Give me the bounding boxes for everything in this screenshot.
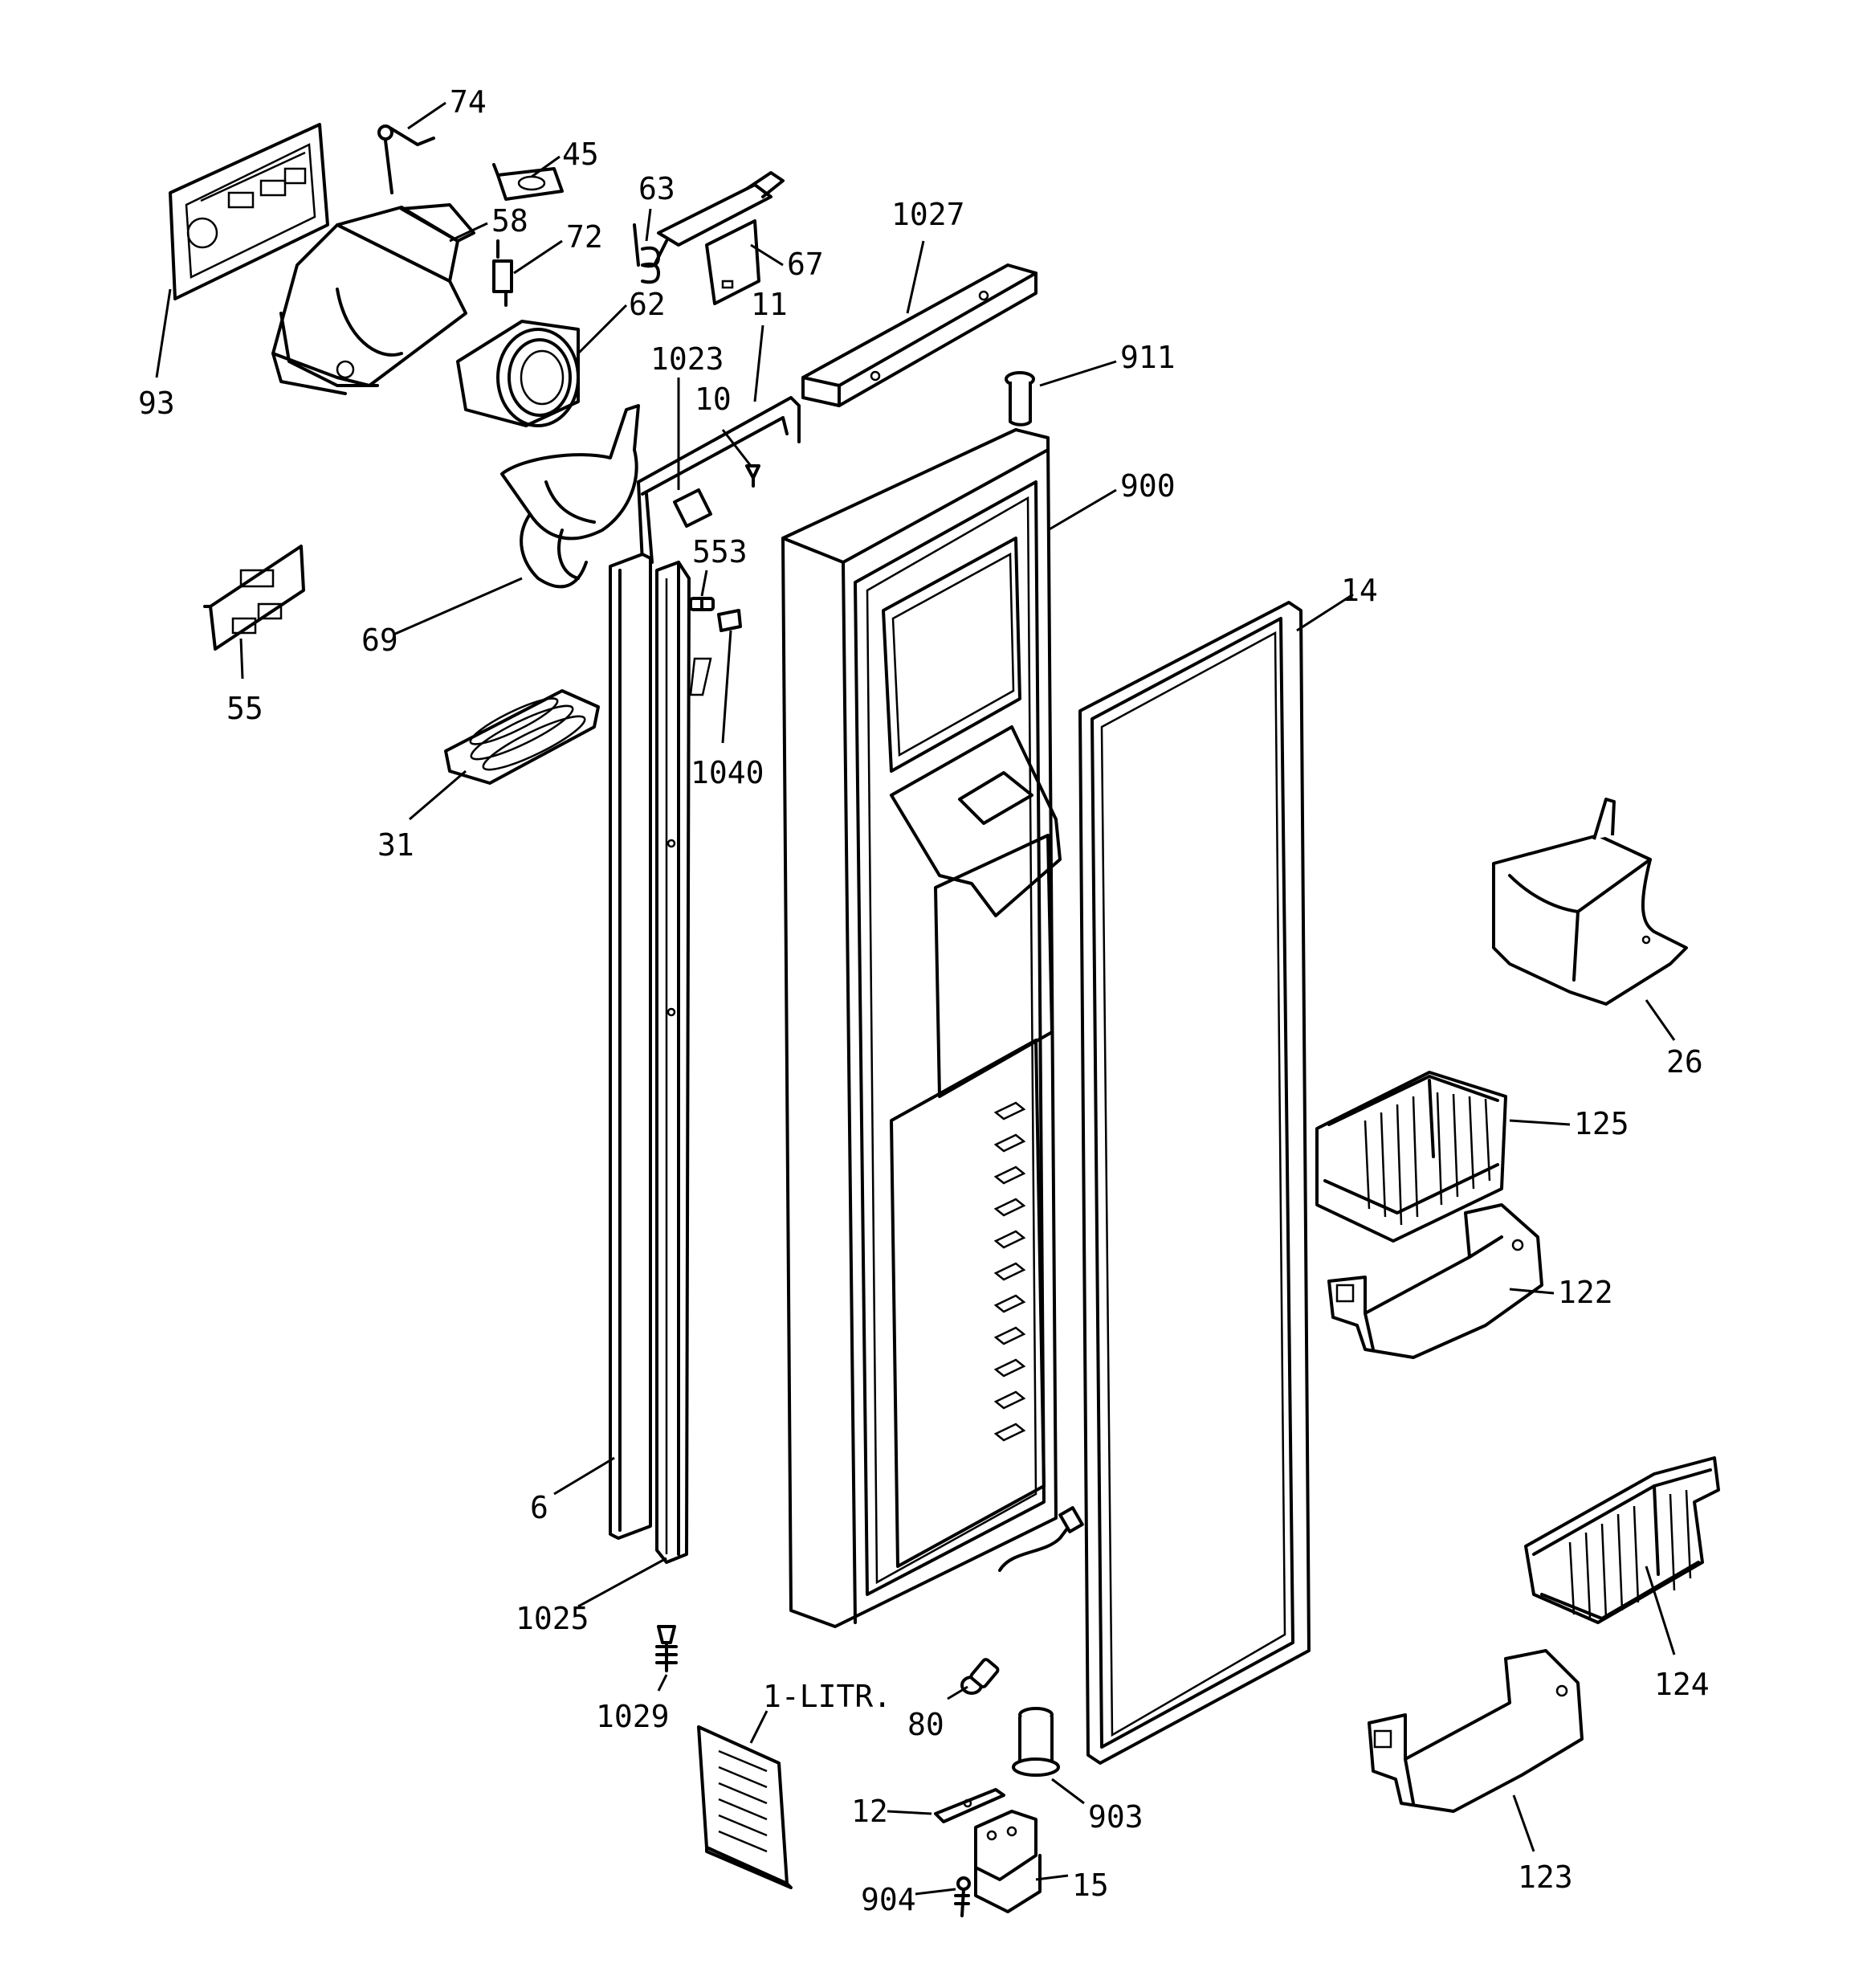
part-123-bin (1368, 1649, 1584, 1813)
part-72-switch (492, 239, 513, 307)
part-1027-trim-top (801, 263, 1037, 407)
callout-125: 125 (1574, 1106, 1629, 1141)
callout-904: 904 (861, 1882, 916, 1917)
callout-55: 55 (226, 691, 263, 726)
callout-1040: 1040 (691, 755, 764, 790)
callout-74: 74 (450, 84, 487, 120)
part-904-screw (954, 1876, 971, 1917)
part-903-hinge-pin (1012, 1707, 1060, 1777)
part-55-module (203, 545, 305, 651)
callout-labels: 74 45 63 58 72 67 1027 62 11 1023 93 10 … (138, 84, 1710, 1917)
part-10-screw (745, 464, 760, 488)
part-14-gasket (1078, 601, 1311, 1765)
callout-1025: 1025 (516, 1601, 589, 1636)
part-125-wire-basket (1315, 1071, 1507, 1243)
part-15-hinge (974, 1810, 1042, 1913)
part-1-litr-literature (697, 1725, 793, 1889)
part-74-spring (377, 125, 435, 194)
callout-1027: 1027 (891, 197, 965, 232)
part-1029-screw (655, 1625, 678, 1672)
part-26-bin (1492, 798, 1688, 1006)
part-6-side-trim (609, 553, 652, 1540)
door-shelf-clips (993, 1101, 1026, 1442)
callout-1-litr: 1-LITR. (763, 1679, 891, 1714)
part-45-bracket (492, 163, 564, 201)
callout-45: 45 (562, 137, 599, 172)
part-911-bushing (1005, 371, 1035, 427)
leader-lines (155, 101, 1676, 1896)
callout-12: 12 (851, 1794, 888, 1829)
callout-553: 553 (692, 534, 748, 569)
callout-911: 911 (1120, 340, 1176, 375)
callout-123: 123 (1518, 1859, 1573, 1895)
callout-15: 15 (1072, 1868, 1109, 1903)
part-124-wire-basket (1524, 1456, 1720, 1624)
part-63-spring (633, 223, 668, 284)
part-12-hinge-plate (934, 1788, 1005, 1823)
callout-1023: 1023 (650, 341, 724, 377)
callout-63: 63 (638, 171, 675, 206)
part-80-fitting (960, 1658, 1000, 1695)
part-31-grille (444, 689, 600, 785)
callout-72: 72 (566, 219, 603, 255)
callout-62: 62 (629, 287, 666, 322)
callout-80: 80 (907, 1707, 944, 1742)
callout-11: 11 (751, 287, 788, 322)
part-69-funnel (500, 404, 640, 589)
callout-10: 10 (695, 382, 732, 417)
callout-6: 6 (530, 1490, 548, 1525)
part-67-actuator (657, 171, 785, 305)
part-93-control-panel (169, 123, 329, 300)
callout-67: 67 (787, 247, 824, 282)
callout-31: 31 (377, 827, 414, 863)
part-1040-plug (717, 609, 742, 632)
callout-903: 903 (1088, 1799, 1143, 1835)
callout-14: 14 (1341, 573, 1378, 608)
callout-122: 122 (1558, 1275, 1613, 1310)
callout-124: 124 (1654, 1667, 1710, 1702)
callout-26: 26 (1666, 1044, 1703, 1080)
callout-900: 900 (1120, 468, 1176, 504)
callout-58: 58 (491, 203, 528, 239)
part-62-chute-ring (456, 320, 580, 427)
part-900-door (781, 428, 1084, 1628)
part-553-screw (689, 597, 715, 611)
callout-69: 69 (361, 623, 398, 658)
callout-93: 93 (138, 386, 175, 421)
part-1023-frame (637, 396, 801, 564)
callout-1029: 1029 (596, 1699, 670, 1734)
part-122-bin (1327, 1203, 1543, 1359)
part-1025-side-trim (655, 561, 712, 1564)
part-58-dispenser-housing (271, 203, 475, 395)
